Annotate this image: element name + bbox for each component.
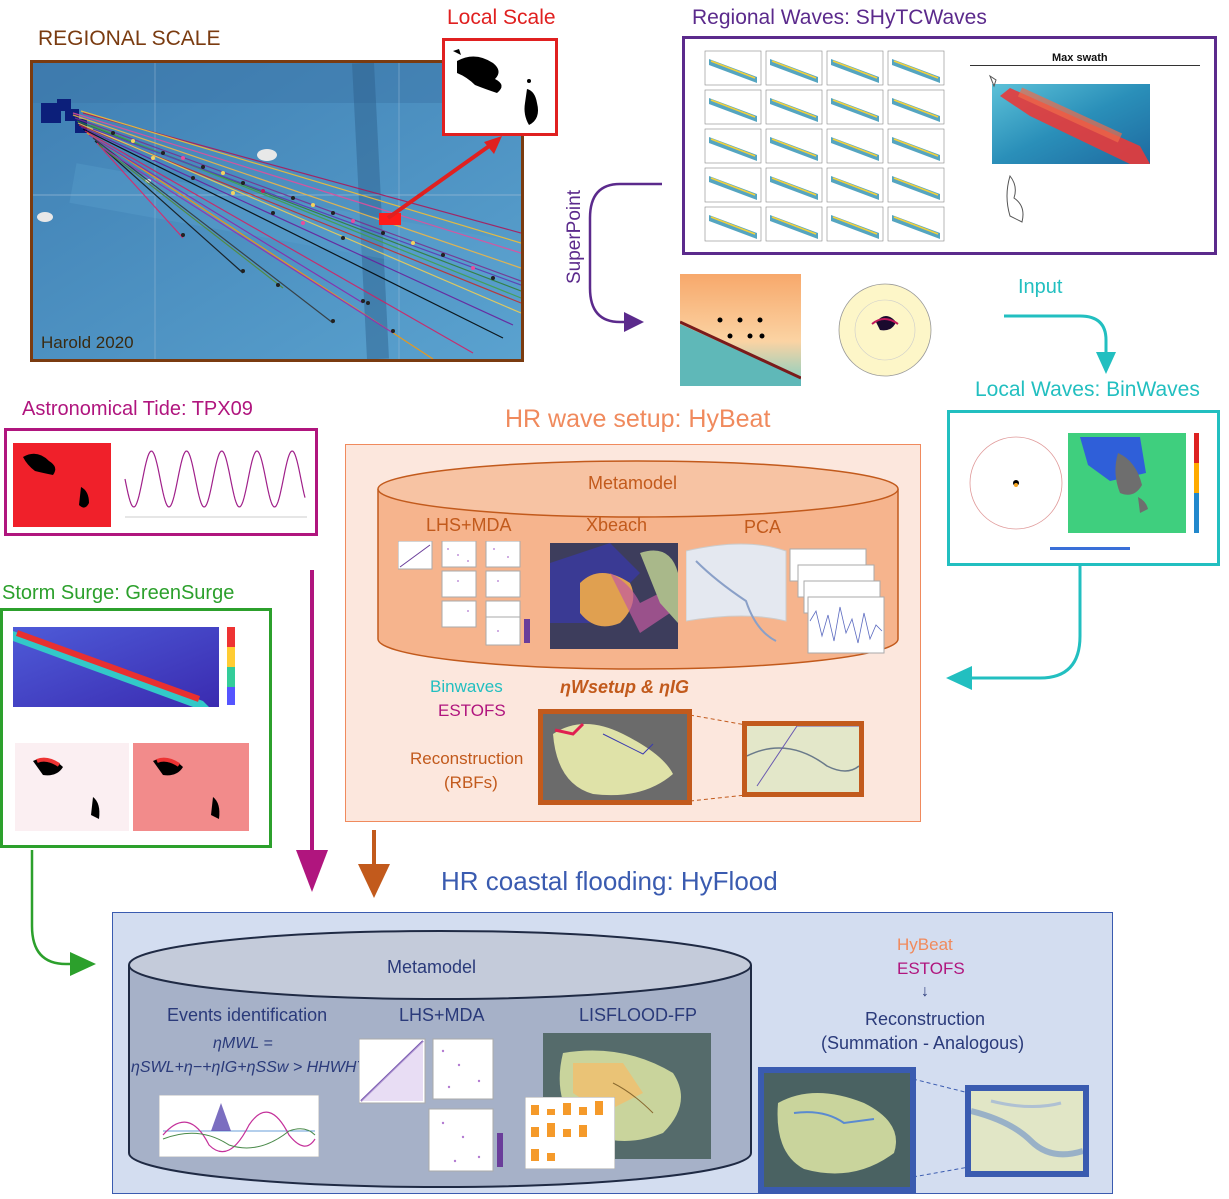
hyflood-panel: Metamodel Events identification ηMWL = η… <box>112 912 1113 1194</box>
hybeat-pca-plots <box>686 543 885 654</box>
regional-waves-panel: Max swath <box>682 36 1217 255</box>
hyflood-lhs-label: LHS+MDA <box>399 1005 485 1025</box>
hyflood-formula: ηSWL+η−+ηIG+ηSSw > HHWHT <box>131 1059 367 1076</box>
hybeat-reconstruction-map <box>538 709 692 805</box>
tide-panel <box>4 428 318 536</box>
regional-waves-title: Regional Waves: SHyTCWaves <box>692 6 987 29</box>
hyflood-metamodel-label: Metamodel <box>387 957 477 977</box>
surge-title: Storm Surge: GreenSurge <box>2 582 235 604</box>
binwaves-to-hybeat-arrow <box>946 566 1082 690</box>
hybeat-rbfs-label: (RBFs) <box>444 773 498 792</box>
hybeat-xbeach-label: Xbeach <box>586 515 648 535</box>
map-caption: Harold 2020 <box>41 333 134 352</box>
track-points <box>111 131 495 333</box>
hybeat-binwaves-label: Binwaves <box>430 677 503 696</box>
local-scale-map <box>442 38 558 136</box>
tide-title: Astronomical Tide: TPX09 <box>22 398 253 420</box>
max-swath-plot: Max swath <box>970 52 1200 231</box>
hyflood-title: HR coastal flooding: HyFlood <box>441 866 778 896</box>
superpoint-polar-plot <box>826 270 944 390</box>
hyflood-summation-label: (Summation - Analogous) <box>821 1033 1025 1053</box>
max-swath-title: Max swath <box>1052 52 1108 64</box>
hybeat-metamodel-label: Metamodel <box>588 473 678 493</box>
wave-grid-panels <box>704 50 945 242</box>
hybeat-zoom-map <box>742 721 864 797</box>
local-scale-arrow <box>386 136 502 220</box>
hyflood-zoom-map <box>965 1085 1089 1177</box>
local-waves-panel <box>947 410 1220 566</box>
superpoint-map <box>680 274 801 386</box>
hyflood-eta-mwl: ηMWL = <box>213 1035 273 1052</box>
regional-map: Harold 2020 <box>30 60 524 362</box>
hyflood-reconstruction-label: Reconstruction <box>865 1009 986 1029</box>
hyflood-events-label: Events identification <box>167 1005 328 1025</box>
hyflood-histograms <box>525 1097 615 1169</box>
hybeat-arrow <box>358 830 390 898</box>
hybeat-lhs-label: LHS+MDA <box>426 515 512 535</box>
hyflood-lisflood-label: LISFLOOD-FP <box>579 1005 698 1025</box>
storm-tracks-map <box>33 63 521 359</box>
tide-arrow <box>296 570 328 892</box>
hybeat-xbeach-map <box>550 543 678 649</box>
hybeat-zoom-lines <box>690 715 747 802</box>
input-label: Input <box>1018 276 1063 298</box>
hyflood-lhs-scatter <box>359 1038 503 1172</box>
hyflood-reconstruction-map <box>758 1067 916 1193</box>
input-arrow <box>1004 314 1116 374</box>
hybeat-reconstruction-label: Reconstruction <box>410 749 524 768</box>
hybeat-panel: Metamodel LHS+MDA Xbeach PCA <box>345 444 921 822</box>
hybeat-title: HR wave setup: HyBeat <box>505 405 771 433</box>
hybeat-pca-label: PCA <box>744 517 782 537</box>
hybeat-lhs-scatter <box>398 541 530 646</box>
hybeat-eta-label: ηWsetup & ηIG <box>560 677 689 697</box>
hyflood-estofs-label: ESTOFS <box>897 959 965 978</box>
regional-scale-title: REGIONAL SCALE <box>38 27 221 50</box>
surge-panel <box>0 608 272 848</box>
hybeat-estofs-label: ESTOFS <box>438 701 506 720</box>
hyflood-events-plot <box>159 1095 319 1157</box>
down-arrow-icon: ↓ <box>921 983 929 1000</box>
hyflood-zoom-lines <box>913 1078 970 1178</box>
hyflood-hybeat-label: HyBeat <box>897 935 953 954</box>
superpoint-arrow <box>588 182 662 332</box>
local-waves-title: Local Waves: BinWaves <box>975 378 1200 401</box>
superpoint-label: SuperPoint <box>564 190 585 285</box>
surge-arrow <box>30 850 96 976</box>
local-scale-title: Local Scale <box>447 6 556 29</box>
